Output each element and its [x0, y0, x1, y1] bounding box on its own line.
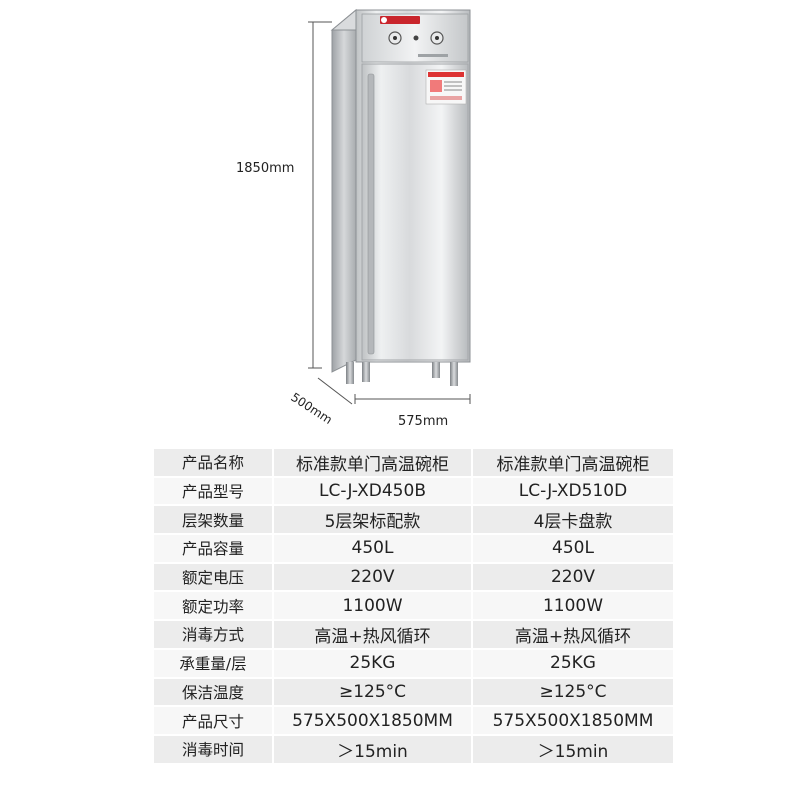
spec-value-model-2: ＞15min — [471, 733, 675, 765]
spec-value-model-1: 220V — [272, 561, 473, 593]
spec-value-model-1: 450L — [272, 533, 473, 564]
width-dimension-label: 575mm — [398, 414, 449, 429]
spec-label: 额定功率 — [152, 590, 274, 622]
cabinet-door — [361, 63, 469, 361]
height-dimension-label: 1850mm — [236, 161, 295, 176]
spec-row: 产品名称标准款单门高温碗柜标准款单门高温碗柜 — [152, 447, 675, 478]
spec-value-model-1: 25KG — [272, 647, 473, 679]
spec-value-model-2: 450L — [471, 533, 675, 564]
spec-label: 消毒时间 — [152, 733, 274, 765]
spec-value-model-1: 5层架标配款 — [272, 504, 473, 536]
spec-value-model-1: 高温+热风循环 — [272, 619, 473, 650]
spec-label: 产品尺寸 — [152, 705, 274, 736]
door-handle — [367, 73, 375, 355]
spec-value-model-1: 1100W — [272, 590, 473, 622]
spec-label: 产品名称 — [152, 447, 274, 478]
spec-label: 承重量/层 — [152, 647, 274, 679]
spec-value-model-1: LC-J-XD450B — [272, 475, 473, 507]
spec-value-model-1: 标准款单门高温碗柜 — [272, 447, 473, 478]
spec-label: 额定电压 — [152, 561, 274, 593]
spec-label: 消毒方式 — [152, 619, 274, 650]
spec-value-model-2: 220V — [471, 561, 675, 593]
cabinet-illustration — [308, 8, 471, 405]
brand-logo — [380, 16, 420, 24]
spec-value-model-2: 25KG — [471, 647, 675, 679]
product-illustration: 1850mm 500mm 575mm — [236, 8, 471, 429]
spec-value-model-1: ＞15min — [272, 733, 473, 765]
spec-row: 消毒时间＞15min＞15min — [152, 733, 675, 765]
spec-value-model-1: ≥125°C — [272, 676, 473, 708]
spec-value-model-2: 4层卡盘款 — [471, 504, 675, 536]
spec-value-model-2: 1100W — [471, 590, 675, 622]
spec-label: 产品容量 — [152, 533, 274, 564]
spec-label: 产品型号 — [152, 475, 274, 507]
spec-value-model-2: LC-J-XD510D — [471, 475, 675, 507]
spec-value-model-1: 575X500X1850MM — [272, 705, 473, 736]
spec-value-model-2: ≥125°C — [471, 676, 675, 708]
spec-row: 消毒方式高温+热风循环高温+热风循环 — [152, 619, 675, 650]
spec-value-model-2: 高温+热风循环 — [471, 619, 675, 650]
indicator-light-icon — [413, 35, 419, 41]
spec-label: 层架数量 — [152, 504, 274, 536]
dimension-lines — [308, 21, 471, 405]
spec-value-model-2: 575X500X1850MM — [471, 705, 675, 736]
spec-row: 保洁温度≥125°C≥125°C — [152, 676, 675, 708]
spec-label: 保洁温度 — [152, 676, 274, 708]
spec-value-model-2: 标准款单门高温碗柜 — [471, 447, 675, 478]
